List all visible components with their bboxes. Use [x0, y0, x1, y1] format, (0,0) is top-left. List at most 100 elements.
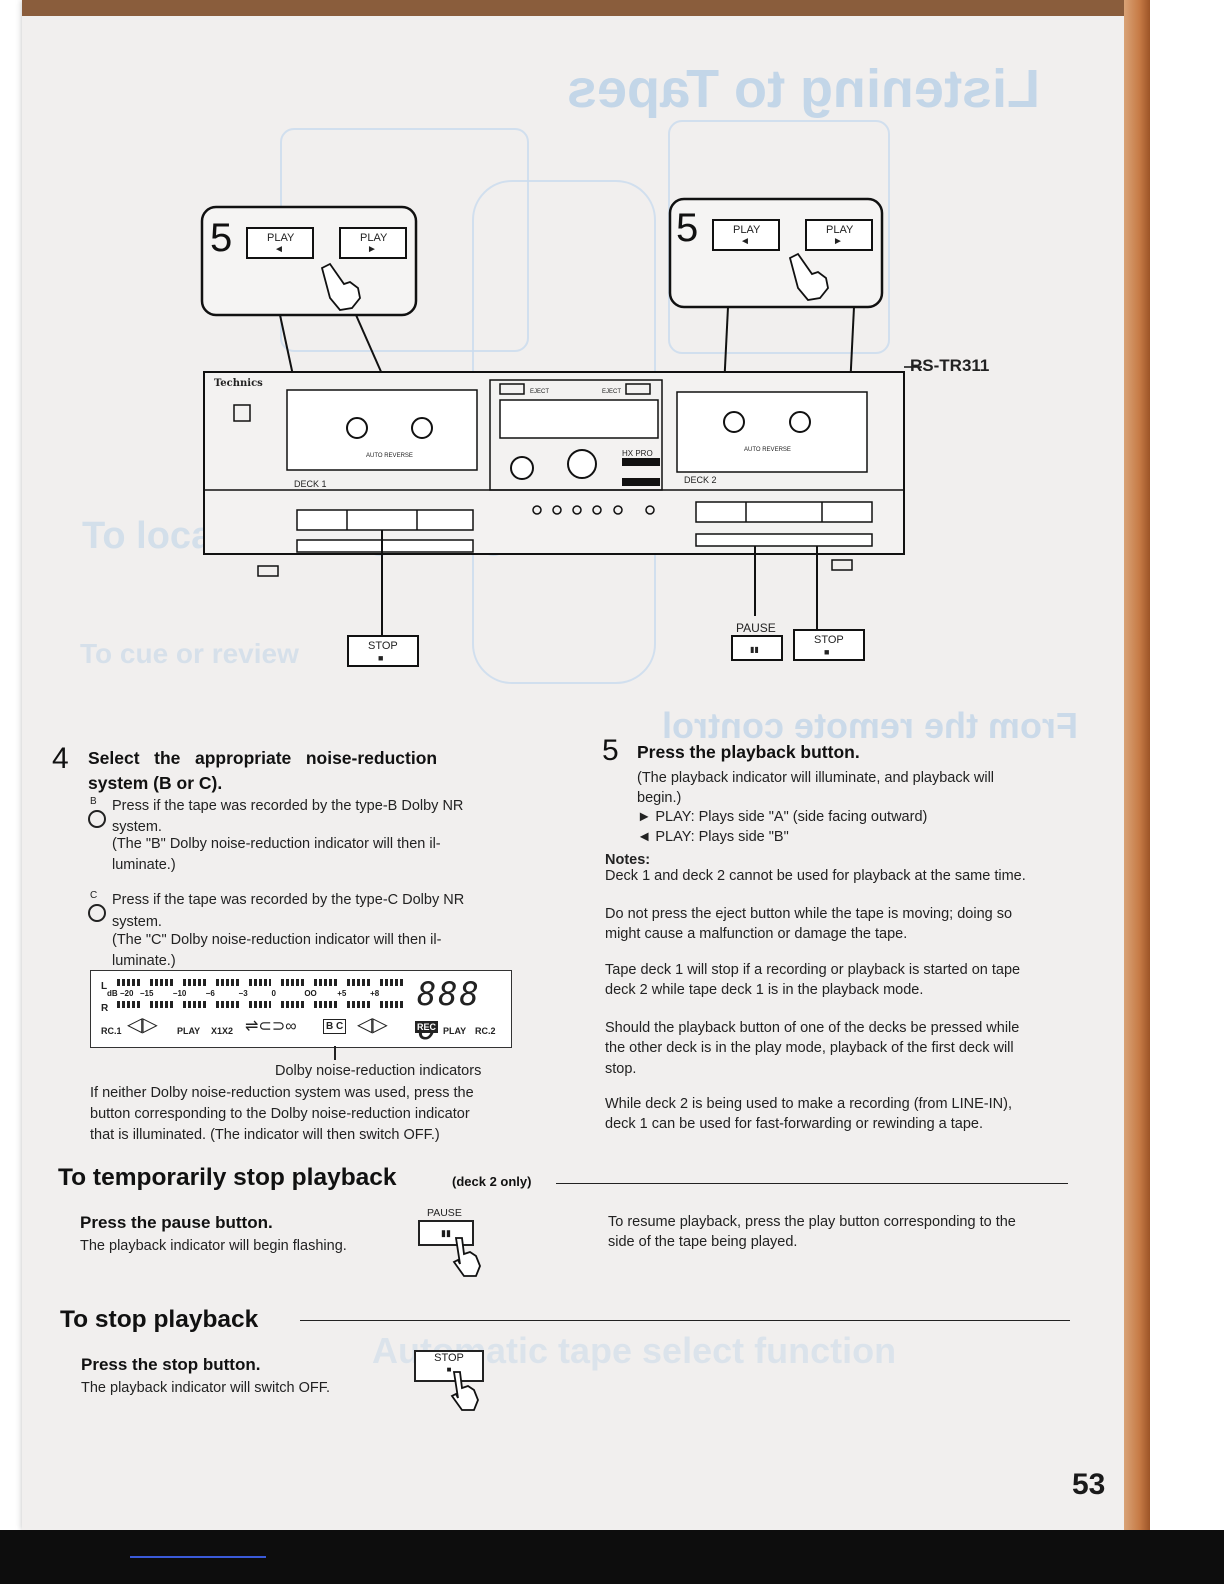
hx-pro-label: HX PRO — [622, 449, 653, 458]
stop-key-label: STOP — [368, 640, 398, 652]
lcd-level-meter — [113, 979, 409, 1013]
lcd-meter-segment — [215, 979, 239, 986]
note-4c: stop. — [605, 1061, 637, 1077]
stop-heading: Press the stop button. — [81, 1355, 261, 1374]
auto-reverse-label: AUTO REVERSE — [366, 453, 413, 459]
pause-text: The playback indicator will begin flashi… — [80, 1238, 347, 1254]
c-button-icon — [88, 904, 106, 922]
lcd-meter-segment — [281, 979, 305, 986]
play-right-label-2: PLAY — [826, 224, 854, 236]
auto-reverse-label-2: AUTO REVERSE — [744, 447, 791, 453]
note-4b: the other deck is in the play mode, play… — [605, 1040, 1014, 1056]
resume-text-2: side of the tape being played. — [608, 1234, 798, 1250]
model-label: RS-TR311 — [910, 356, 990, 375]
indicator-pointer — [334, 1046, 336, 1060]
step-4-heading-line2: system (B or C). — [88, 773, 223, 793]
lcd-scale-label: dB −20 — [107, 989, 134, 998]
play-right-label: PLAY — [360, 232, 388, 244]
pause-section-title-note: (deck 2 only) — [452, 1174, 532, 1189]
stop-key-label-2: STOP — [814, 634, 844, 646]
cassette-deck-diagram — [200, 197, 922, 667]
stop-text: The playback indicator will switch OFF. — [81, 1380, 330, 1396]
callout-right — [668, 197, 884, 309]
lcd-scale-label: −3 — [238, 989, 248, 998]
lcd-meter-segment — [380, 979, 403, 986]
lcd-meter-segment — [248, 1001, 272, 1008]
lcd-R: R — [101, 1003, 109, 1014]
note-4a: Should the playback button of one of the… — [605, 1020, 1020, 1036]
hand-pointer-icon-2 — [788, 252, 829, 301]
lcd-rc1: RC.1 — [101, 1026, 122, 1036]
diagram-step-left: 5 — [210, 216, 233, 260]
indicator-caption: Dolby noise-reduction indicators — [275, 1063, 482, 1079]
step-5-line-1: (The playback indicator will illuminate,… — [637, 770, 995, 786]
pause-heading: Press the pause button. — [80, 1213, 273, 1232]
b-text-3: (The "B" Dolby noise-reduction indicator… — [112, 836, 441, 852]
lcd-meter-segment — [182, 979, 206, 986]
lcd-meter-segment — [215, 1001, 239, 1008]
lcd-scale-label: −6 — [205, 989, 215, 998]
lcd-counter: 888 o — [417, 975, 481, 1045]
deck2-label: DECK 2 — [684, 475, 717, 485]
deck1-label: DECK 1 — [294, 479, 327, 489]
lcd-dolby-bc: B C — [323, 1019, 347, 1034]
play-right-arrow: ► — [367, 244, 377, 255]
step-4-note-2: button corresponding to the Dolby noise-… — [90, 1106, 470, 1122]
pause-key-glyph: ▮▮ — [441, 1228, 451, 1238]
lcd-meter-segment — [149, 979, 173, 986]
resume-text-1: To resume playback, press the play butto… — [608, 1214, 1016, 1230]
b-text-2: system. — [112, 819, 162, 835]
lcd-meter-segment — [314, 1001, 338, 1008]
book-top-edge — [22, 0, 1138, 16]
lcd-x1x2: X1X2 — [211, 1026, 234, 1036]
note-3b: deck 2 while tape deck 1 is in the playb… — [605, 982, 924, 998]
b-text-1: Press if the tape was recorded by the ty… — [112, 798, 464, 814]
lcd-L: L — [101, 981, 108, 992]
lcd-meter-segment — [117, 1001, 140, 1008]
book-binding-edge — [1124, 0, 1150, 1530]
eject-label: EJECT — [530, 389, 550, 395]
lcd-reverse-arrows-icon-2: ◁▷ — [357, 1014, 388, 1036]
c-text-1: Press if the tape was recorded by the ty… — [112, 892, 465, 908]
lcd-tape-run-icon: ⇌⊂⊃∞ — [245, 1018, 297, 1035]
step-4-number: 4 — [52, 742, 69, 775]
stop-section-rule — [300, 1320, 1070, 1321]
b-button-label: B — [90, 796, 97, 807]
ghost-subheading-2: To cue or review — [80, 638, 299, 669]
play-left-arrow-2: ◄ — [740, 236, 750, 247]
c-text-3: (The "C" Dolby noise-reduction indicator… — [112, 932, 442, 948]
hand-pointer-icon-stop — [450, 1371, 479, 1411]
lcd-scale-label: −10 — [172, 989, 187, 998]
step-5-line-4: ◄ PLAY: Plays side "B" — [637, 829, 789, 845]
lcd-rc2: RC.2 — [475, 1026, 496, 1036]
hand-pointer-icon-pause — [452, 1237, 481, 1277]
ghost-subheading-3: From the remote control — [662, 705, 1079, 746]
lcd-scale-label: +8 — [370, 989, 380, 998]
step-4-note-1: If neither Dolby noise-reduction system … — [90, 1085, 474, 1101]
step-5-line-2: begin.) — [637, 790, 682, 806]
lcd-play: PLAY — [177, 1026, 201, 1036]
play-right-arrow-2: ► — [833, 236, 843, 247]
pause-key-label: PAUSE — [736, 621, 776, 635]
note-3a: Tape deck 1 will stop if a recording or … — [605, 962, 1021, 978]
lcd-rec: REC — [415, 1021, 439, 1033]
pause-section-rule — [556, 1183, 1068, 1184]
step-4-note-3: that is illuminated. (The indicator will… — [90, 1127, 440, 1143]
page-number: 53 — [1072, 1468, 1106, 1501]
lcd-meter-segment — [314, 979, 338, 986]
stop-key-caption: STOP — [434, 1352, 464, 1364]
lcd-meter-segment — [149, 1001, 173, 1008]
step-5-line-3: ► PLAY: Plays side "A" (side facing outw… — [637, 809, 928, 825]
note-2b: might cause a malfunction or damage the … — [605, 926, 908, 942]
step-5-heading: Press the playback button. — [637, 742, 860, 762]
lcd-reverse-arrows-icon: ◁▷ — [127, 1014, 158, 1036]
c-text-4: luminate.) — [112, 953, 176, 969]
note-5a: While deck 2 is being used to make a rec… — [605, 1096, 1012, 1112]
manual-page: Listening to Tapes To locate the beginni… — [22, 0, 1138, 1530]
stop-key-symbol-2: ■ — [824, 647, 830, 657]
c-button-label: C — [90, 890, 98, 901]
lcd-meter-segment — [248, 979, 272, 986]
lcd-meter-segment — [380, 1001, 403, 1008]
